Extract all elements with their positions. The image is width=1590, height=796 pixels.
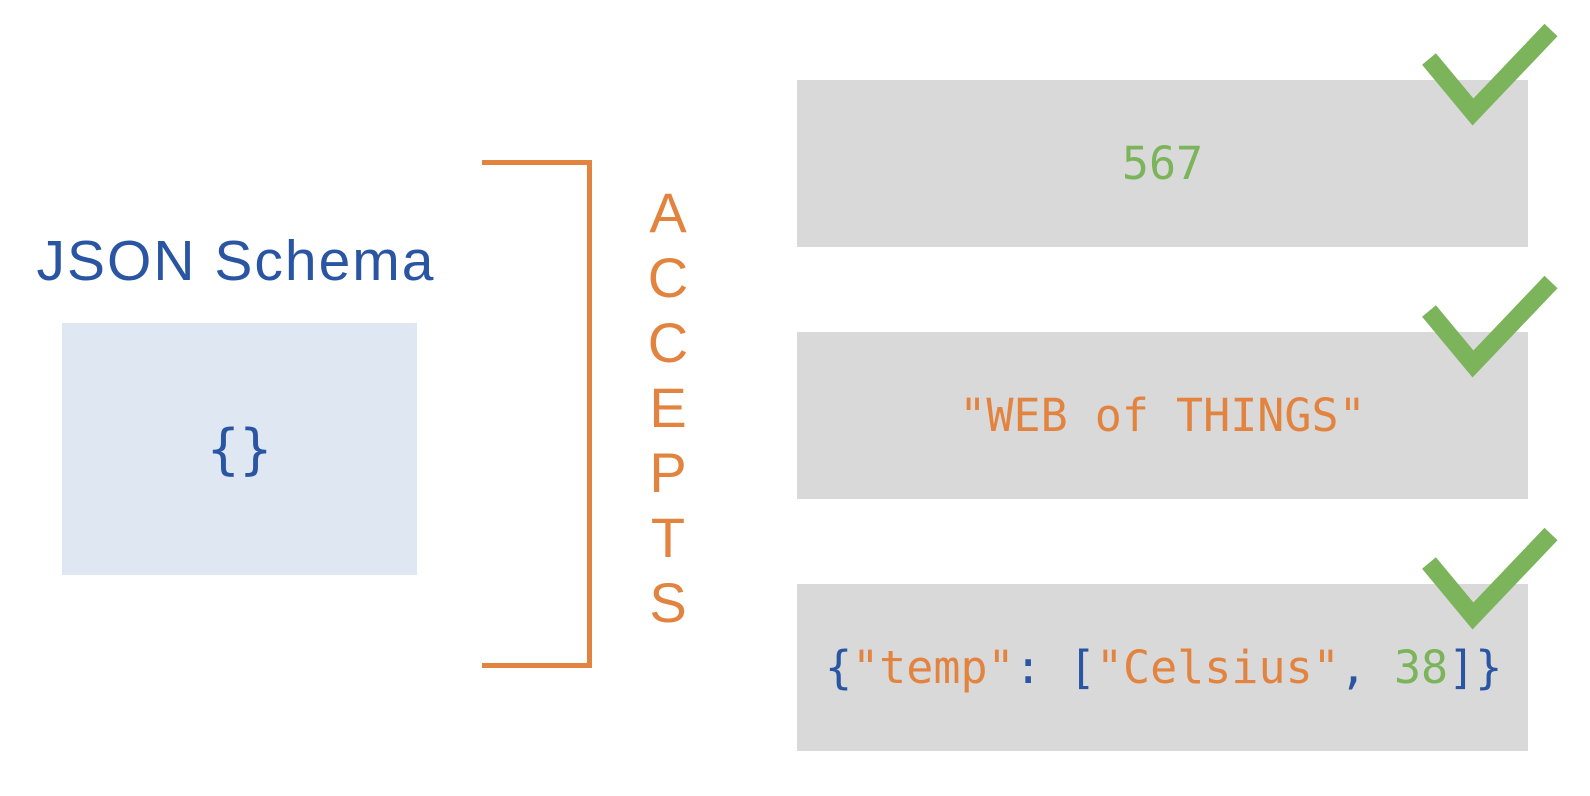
checkmark-icon bbox=[1422, 275, 1558, 378]
string-value: "WEB of THINGS" bbox=[959, 389, 1366, 442]
accepts-letter: P bbox=[649, 441, 687, 504]
code-token: , bbox=[1339, 641, 1394, 694]
checkmark-icon bbox=[1422, 23, 1558, 126]
example-box-string: "WEB of THINGS" bbox=[797, 275, 1558, 499]
accepts-letter: T bbox=[650, 506, 686, 569]
object-value: {"temp": ["Celsius", 38]} bbox=[825, 641, 1502, 694]
json-schema-box: {} bbox=[62, 323, 417, 575]
code-token: : [ bbox=[1014, 641, 1096, 694]
example-box-object: {"temp": ["Celsius", 38]} bbox=[797, 527, 1558, 751]
code-token: "Celsius" bbox=[1095, 641, 1340, 694]
code-token: { bbox=[825, 641, 853, 694]
bracket-shape bbox=[482, 160, 592, 668]
page-title: JSON Schema bbox=[36, 229, 436, 293]
code-token: "temp" bbox=[852, 641, 1015, 694]
empty-object-symbol: {} bbox=[206, 417, 273, 481]
accepts-label: A C C E P T S bbox=[634, 180, 702, 635]
example-box-number: 567 bbox=[797, 23, 1558, 247]
accepts-letter: S bbox=[649, 571, 687, 634]
number-value: 567 bbox=[1121, 137, 1204, 190]
checkmark-icon bbox=[1422, 527, 1558, 630]
code-token: ]} bbox=[1448, 641, 1503, 694]
accepts-letter: C bbox=[647, 311, 689, 374]
accepts-letter: E bbox=[649, 376, 687, 439]
accepts-letter: A bbox=[649, 181, 687, 244]
accepts-letter: C bbox=[647, 246, 689, 309]
code-token: 38 bbox=[1393, 641, 1449, 694]
